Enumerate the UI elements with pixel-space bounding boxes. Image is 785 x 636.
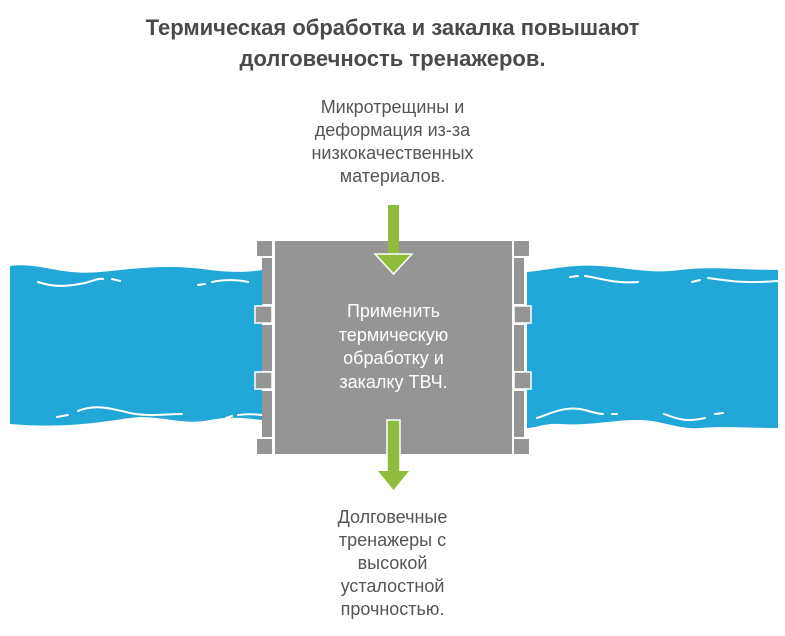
output-line-2: тренажеры с bbox=[338, 530, 447, 550]
input-line-4: материалов. bbox=[339, 166, 446, 186]
process-line-1: Применить bbox=[346, 301, 440, 321]
input-description: Микротрещины и деформация из-за низкокач… bbox=[270, 96, 515, 188]
process-line-3: обработку и bbox=[343, 348, 444, 368]
diagram-title: Термическая обработка и закалка повышают… bbox=[0, 12, 785, 74]
output-line-3: высокой bbox=[357, 553, 428, 573]
output-line-4: усталостной bbox=[340, 576, 445, 596]
title-line-2: долговечность тренажеров. bbox=[239, 46, 546, 71]
right-water-stream bbox=[527, 265, 779, 429]
process-line-4: закалку ТВЧ. bbox=[339, 371, 448, 392]
input-line-2: деформация из-за bbox=[314, 120, 471, 140]
output-description: Долговечные тренажеры с высокой усталост… bbox=[280, 506, 505, 621]
left-gate-frame bbox=[254, 241, 273, 454]
output-line-1: Долговечные bbox=[337, 507, 448, 527]
down-arrow-icon bbox=[373, 205, 414, 276]
process-line-2: термическую bbox=[338, 324, 449, 345]
input-line-1: Микротрещины и bbox=[320, 97, 465, 117]
process-block bbox=[275, 241, 512, 454]
title-line-1: Термическая обработка и закалка повышают bbox=[145, 15, 640, 40]
right-gate-frame bbox=[513, 241, 532, 454]
output-line-5: прочностью. bbox=[340, 599, 445, 619]
input-line-3: низкокачественных bbox=[311, 143, 474, 163]
left-water-stream bbox=[10, 265, 263, 426]
process-label: Применить термическую обработку и закалк… bbox=[275, 300, 512, 394]
down-arrow-icon bbox=[378, 419, 409, 490]
